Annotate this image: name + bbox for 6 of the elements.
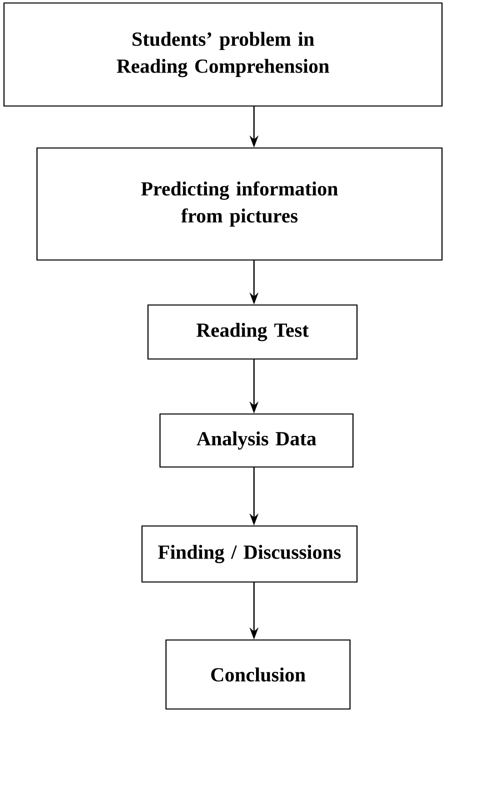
process-box: Reading Test [147, 304, 358, 360]
process-box: Predicting information from pictures [36, 147, 443, 261]
process-box: Analysis Data [159, 413, 354, 468]
process-box: Conclusion [165, 639, 351, 710]
process-box: Students’ problem in Reading Comprehension [3, 2, 443, 107]
process-box: Finding / Discussions [141, 525, 358, 583]
